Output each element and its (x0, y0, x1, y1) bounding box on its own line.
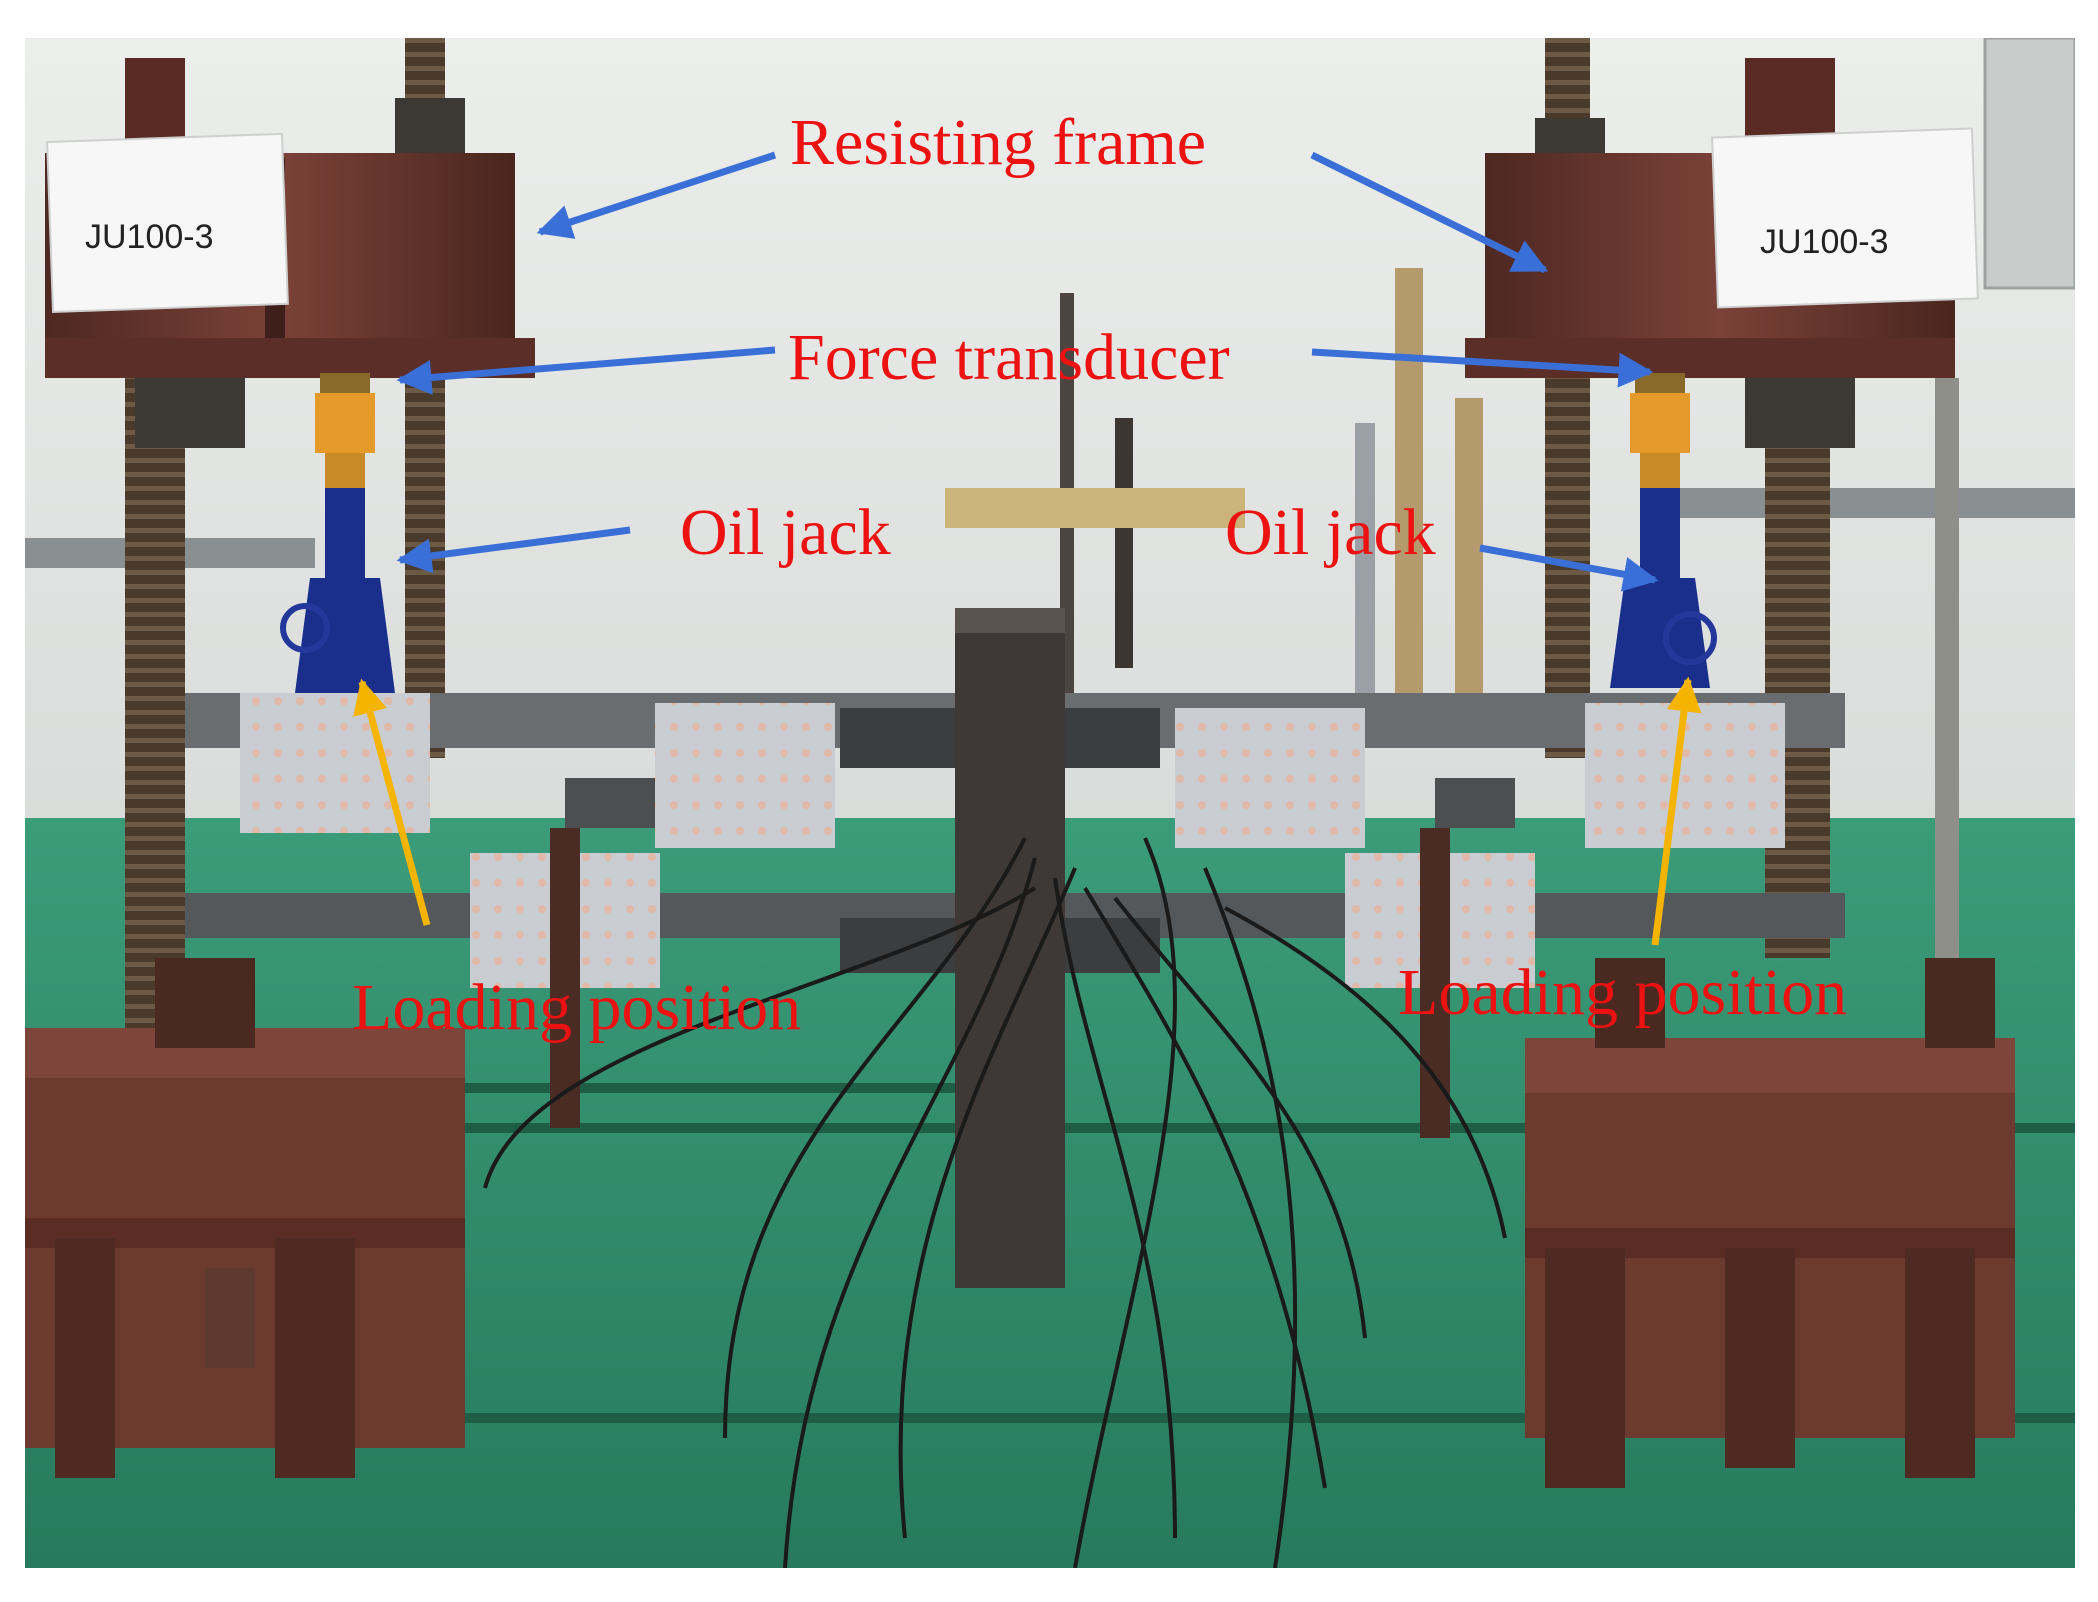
label-oil-jack-right: Oil jack (1225, 496, 1436, 569)
right-specimen-tag: JU100-3 (1711, 127, 1979, 309)
bracket (945, 488, 1245, 528)
left-tag-text: JU100-3 (85, 218, 214, 256)
right-force-transducer (1630, 373, 1690, 493)
center-column (955, 608, 1065, 1288)
electric-box (1983, 38, 2075, 290)
label-loading-position-right: Loading position (1398, 956, 1848, 1029)
right-frame (1465, 38, 2015, 1488)
bracket (1675, 488, 2075, 518)
cables (483, 837, 1507, 1568)
left-force-transducer (315, 373, 375, 493)
pole (1355, 423, 1375, 723)
pole (1115, 418, 1133, 668)
right-oil-jack (1610, 488, 1717, 688)
label-oil-jack-left: Oil jack (680, 496, 891, 569)
label-loading-position-left: Loading position (352, 971, 802, 1044)
test-setup-photo: JU100-3 JU100-3 (25, 38, 2075, 1568)
label-force-transducer: Force transducer (788, 321, 1230, 394)
wooden-stick (1395, 268, 1423, 738)
label-resisting-frame: Resisting frame (790, 106, 1207, 179)
left-oil-jack (280, 488, 395, 693)
right-tag-text: JU100-3 (1760, 223, 1889, 261)
wooden-stick (1455, 398, 1483, 738)
left-specimen-tag: JU100-3 (46, 132, 289, 313)
